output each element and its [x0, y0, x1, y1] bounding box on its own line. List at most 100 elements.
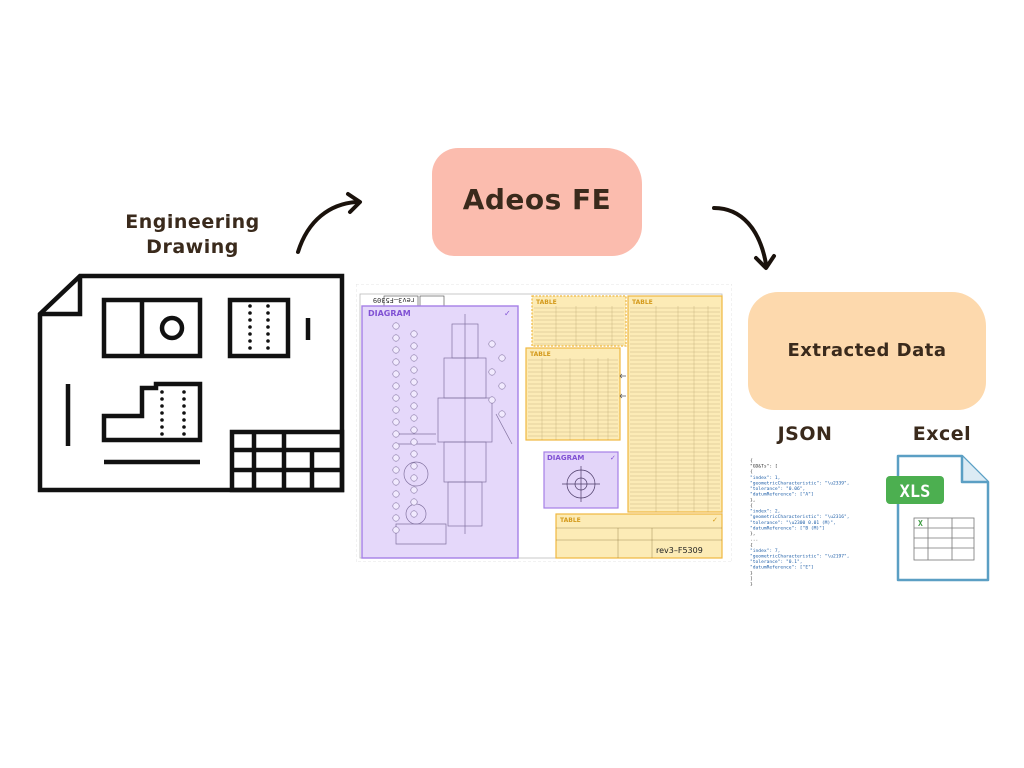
blueprint-dot	[160, 397, 164, 401]
blueprint-dot	[182, 397, 186, 401]
arrow-to-output-icon	[712, 206, 776, 270]
json-line: "tolerance": "0.06",	[750, 486, 805, 492]
annotated-drawing: rev3–F5309 DIAGRAM ✓ TABLE TABLE TABLE D…	[356, 284, 732, 562]
json-snippet: { "GD&Ts": [ { "index": 1, "geometricCha…	[750, 458, 850, 588]
xls-badge-text: XLS	[900, 482, 931, 502]
xls-file-icon: XLS X	[886, 454, 990, 582]
diagram-label-small: DIAGRAM	[547, 454, 584, 462]
extracted-data-box	[748, 292, 986, 410]
blueprint-dot	[160, 425, 164, 429]
part-balloon	[410, 414, 418, 422]
part-balloon	[392, 430, 400, 438]
engineering-drawing-label: Engineering Drawing	[110, 210, 275, 260]
spreadsheet-grid	[913, 517, 975, 561]
part-balloon	[392, 322, 400, 330]
blueprint-dot	[248, 332, 252, 336]
engineering-label-line2: Drawing	[146, 236, 239, 258]
blueprint-dot	[248, 304, 252, 308]
blueprint-dot	[160, 432, 164, 436]
json-line: }	[750, 582, 753, 588]
diagram-label-main: DIAGRAM	[368, 309, 411, 318]
part-balloon	[392, 526, 400, 534]
blueprint-dot	[160, 418, 164, 422]
json-line: "datumReference": ["A"]	[750, 492, 814, 498]
part-balloon	[392, 418, 400, 426]
json-line: ...	[750, 538, 758, 543]
title-block-label: TABLE	[560, 517, 581, 524]
arrow-to-process-icon	[296, 192, 362, 254]
json-line: "GD&Ts": [	[750, 464, 778, 470]
table-label-top: TABLE	[536, 299, 557, 306]
part-balloon	[392, 502, 400, 510]
table-label-right: TABLE	[632, 299, 653, 306]
part-balloon	[498, 382, 506, 390]
json-line: "geometricCharacteristic": "\u2339",	[750, 480, 850, 486]
part-balloon	[410, 498, 418, 506]
blueprint-dot	[266, 339, 270, 343]
json-line: "datumReference": ["E"]	[750, 565, 814, 571]
check-mark-3: ✓	[712, 516, 718, 524]
part-balloon	[410, 354, 418, 362]
json-line: "tolerance": "0.1",	[750, 559, 803, 565]
part-balloon	[410, 378, 418, 386]
part-balloon	[488, 396, 496, 404]
json-line: {	[750, 458, 753, 464]
part-balloon	[498, 410, 506, 418]
blueprint-dot	[182, 418, 186, 422]
blueprint-dot	[266, 318, 270, 322]
blueprint-dot	[182, 425, 186, 429]
json-line: {	[750, 469, 753, 475]
blueprint-dot	[248, 311, 252, 315]
blueprint-dot	[248, 346, 252, 350]
part-balloon	[410, 402, 418, 410]
part-balloon	[392, 394, 400, 402]
blueprint-dot	[266, 311, 270, 315]
part-balloon	[392, 442, 400, 450]
json-line: {	[750, 503, 753, 509]
blueprint-dot	[248, 325, 252, 329]
blueprint-dot	[182, 411, 186, 415]
part-balloon	[392, 334, 400, 342]
engineering-label-line1: Engineering	[125, 211, 260, 233]
part-balloon	[392, 478, 400, 486]
part-balloon	[410, 474, 418, 482]
part-balloon	[392, 406, 400, 414]
blueprint-dot	[182, 432, 186, 436]
blueprint-dot	[248, 339, 252, 343]
part-balloon	[392, 370, 400, 378]
part-balloon	[392, 514, 400, 522]
json-line: "index": 7,	[750, 548, 780, 554]
blueprint-dot	[266, 304, 270, 308]
json-line: "tolerance": "\u2300 0.01 (M)",	[750, 520, 836, 526]
part-balloon	[410, 330, 418, 338]
part-balloon	[410, 438, 418, 446]
adeos-fe-box	[432, 148, 642, 256]
json-line: }	[750, 570, 753, 576]
part-balloon	[392, 382, 400, 390]
blueprint-dot	[266, 332, 270, 336]
extracted-data-label: Extracted Data	[787, 340, 947, 361]
excel-x-mark: X	[918, 519, 923, 528]
part-balloon	[392, 346, 400, 354]
check-mark-1: ✓	[504, 309, 511, 318]
blueprint-dot	[160, 404, 164, 408]
blueprint-dot	[182, 390, 186, 394]
part-balloon	[392, 454, 400, 462]
json-line: },	[750, 531, 756, 537]
part-balloon	[392, 466, 400, 474]
blueprint-dot	[182, 404, 186, 408]
part-balloon	[392, 490, 400, 498]
blueprint-dot	[160, 390, 164, 394]
json-line: "geometricCharacteristic": "\u2316",	[750, 514, 850, 520]
table-label-middle: TABLE	[530, 351, 551, 358]
blueprint-dot	[248, 318, 252, 322]
json-line: "index": 2,	[750, 509, 780, 515]
part-balloon	[410, 390, 418, 398]
blueprint-icon	[37, 273, 345, 493]
excel-title: Excel	[912, 423, 972, 445]
part-balloon	[410, 462, 418, 470]
part-balloon	[410, 450, 418, 458]
part-balloon	[392, 358, 400, 366]
part-balloon	[488, 368, 496, 376]
drawing-number: rev3–F5309	[656, 546, 703, 555]
